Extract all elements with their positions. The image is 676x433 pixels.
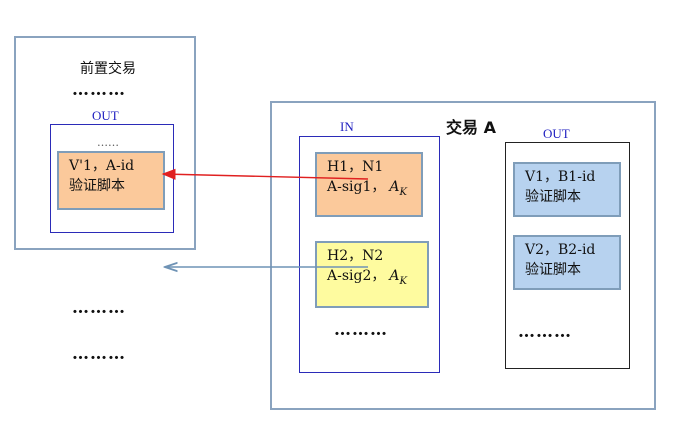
output-box bbox=[505, 142, 630, 369]
previous-transaction-dots: ……… bbox=[72, 80, 126, 100]
previous-out-label: OUT bbox=[92, 108, 119, 123]
previous-output-line1: V'1，A-id bbox=[69, 158, 135, 174]
output-cell-1: V1，B1-id 验证脚本 bbox=[513, 162, 621, 217]
output-dots: ……… bbox=[518, 322, 572, 342]
previous-output-line2: 验证脚本 bbox=[69, 178, 125, 194]
input-label: IN bbox=[340, 119, 354, 134]
input-cell-2-line1: H2，N2 bbox=[327, 248, 384, 264]
previous-out-dots: …… bbox=[97, 136, 119, 149]
left-dots-2: ……… bbox=[72, 344, 126, 364]
output-cell-2-line2: 验证脚本 bbox=[525, 262, 581, 278]
previous-transaction-box bbox=[14, 36, 196, 250]
input-dots: ……… bbox=[334, 320, 388, 340]
previous-transaction-title: 前置交易 bbox=[80, 61, 136, 77]
red-reference-arrow bbox=[161, 168, 369, 180]
transaction-a-box bbox=[270, 101, 656, 410]
previous-output-cell: V'1，A-id 验证脚本 bbox=[57, 151, 165, 210]
output-cell-2-line1: V2，B2-id bbox=[525, 242, 596, 258]
output-label: OUT bbox=[543, 126, 570, 141]
input-cell-1: H1，N1 A-sig1，AK bbox=[315, 152, 423, 217]
output-cell-2: V2，B2-id 验证脚本 bbox=[513, 235, 621, 290]
input-cell-1-line2: A-sig1，AK bbox=[327, 179, 407, 198]
input-cell-1-line1: H1，N1 bbox=[327, 159, 384, 175]
output-cell-1-line1: V1，B1-id bbox=[525, 169, 596, 185]
input-cell-2-line2: A-sig2，AK bbox=[327, 268, 407, 287]
output-cell-1-line2: 验证脚本 bbox=[525, 189, 581, 205]
left-dots-1: ……… bbox=[72, 298, 126, 318]
transaction-a-title: 交易 A bbox=[446, 118, 496, 137]
input-box bbox=[299, 136, 440, 373]
input-cell-2: H2，N2 A-sig2，AK bbox=[315, 241, 429, 308]
